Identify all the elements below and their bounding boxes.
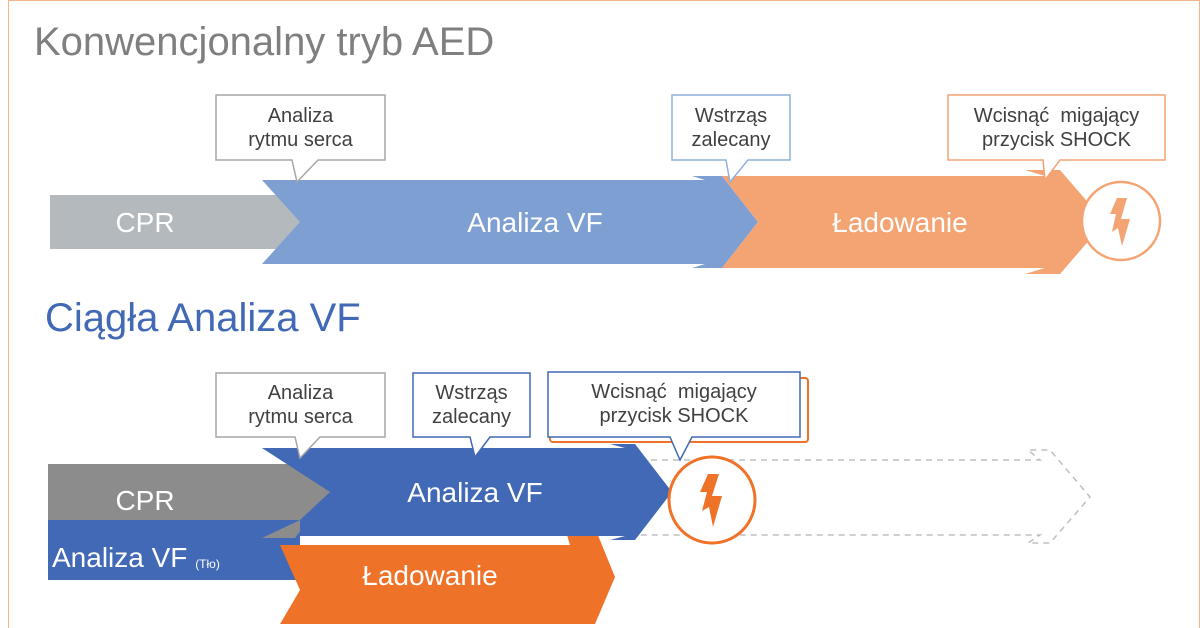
vf-analysis-arrow [262,176,758,268]
callout-shock-advised-line2-continuous: zalecany [432,406,511,428]
callout-shock-advised-line1: Wstrząs [694,105,768,127]
lightning-bolt-icon-continuous [700,474,722,527]
vf-analysis-label: Analiza VF [467,207,603,238]
callout-press-line2: przycisk SHOCK [982,129,1131,151]
callout-shock-advised-line1-continuous: Wstrząs [435,382,508,404]
vf-analysis-arrow-continuous [262,444,672,540]
callout-press-box [947,94,1166,182]
dashed-future-arrow [639,449,1091,544]
charging-arrow-continuous [280,528,615,624]
callout-analysis-box-continuous [215,372,386,460]
cpr-label: CPR [115,207,175,238]
callout-press-line2-continuous: przycisk SHOCK [599,405,749,427]
charging-label: Ładowanie [832,207,968,238]
background-analysis-label: Analiza VF (Tło) [52,535,282,581]
callout-analysis-line1-continuous: Analiza [267,382,334,404]
background-analysis-arrow [48,520,300,580]
charging-arrow [722,170,1105,274]
callout-analysis-line2: rytmu serca [248,129,353,151]
callout-shock-advised-box [671,94,791,184]
title-conventional: Konwencjonalny tryb AED [34,20,495,64]
callout-press-line1-continuous: Wcisnąć migający [591,381,757,403]
background-note: (Tło) [195,557,220,571]
callout-press-line1: Wcisnąć migający [973,105,1140,127]
callout-analysis-box [215,94,386,184]
cpr-label-continuous: CPR [115,485,175,516]
cpr-arrow-continuous [48,448,330,538]
background-analysis-text: Analiza VF [52,542,188,573]
callout-press-box-continuous [547,371,801,462]
title-continuous: Ciągła Analiza VF [45,296,361,340]
vf-analysis-label-continuous: Analiza VF [407,477,543,508]
callout-shock-advised-line2: zalecany [691,129,771,151]
lightning-bolt-icon [1110,198,1130,246]
cpr-arrow [50,180,330,264]
callout-analysis-line1: Analiza [267,105,334,127]
charging-label-continuous: Ładowanie [362,560,498,591]
callout-shock-advised-box-continuous [412,372,531,459]
callout-analysis-line2-continuous: rytmu serca [248,406,353,428]
